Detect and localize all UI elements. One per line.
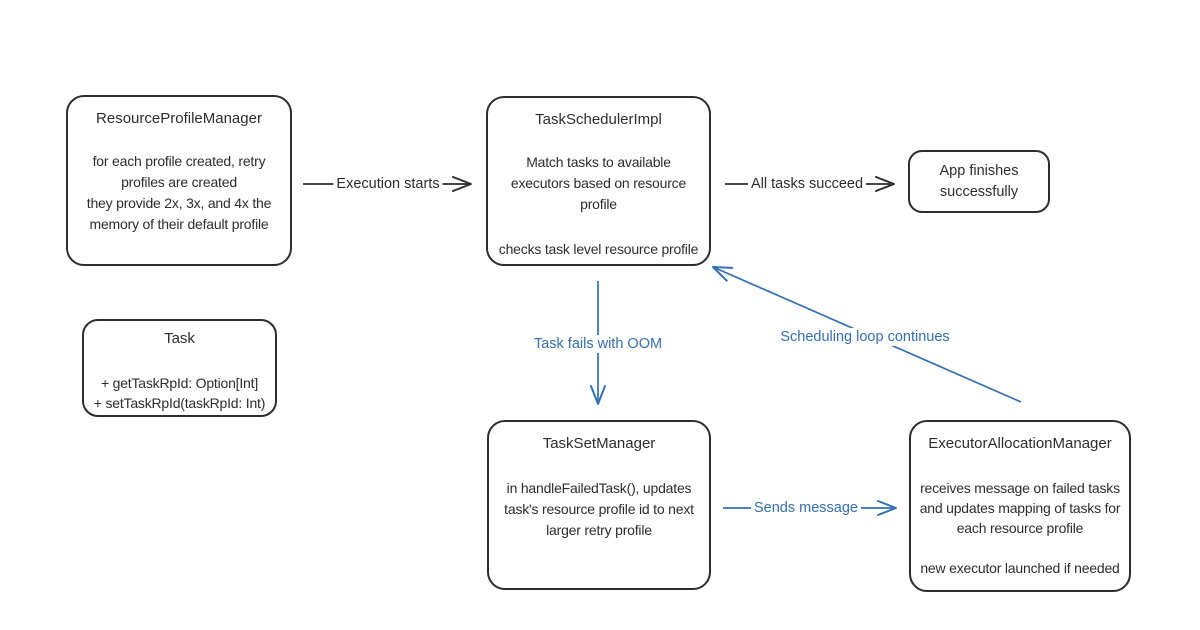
edge-label-sends-message: Sends message [751, 499, 861, 517]
node-title: App finishes successfully [939, 162, 1019, 200]
node-description: + getTaskRpId: Option[Int] + setTaskRpId… [93, 375, 266, 411]
edge-label-task-fails-oom: Task fails with OOM [530, 335, 666, 353]
node-task-set-manager: TaskSetManager in handleFailedTask(), up… [487, 420, 711, 590]
node-app-finishes: App finishes successfully [908, 150, 1050, 213]
node-description: checks task level resource profile [498, 241, 699, 257]
edge-label-scheduling-loop: Scheduling loop continues [777, 328, 953, 346]
node-resource-profile-manager: ResourceProfileManager for each profile … [66, 95, 292, 266]
node-title: ExecutorAllocationManager [928, 435, 1112, 452]
node-description: for each profile created, retry profiles… [86, 153, 272, 232]
node-title: TaskSetManager [542, 435, 656, 452]
node-title: ResourceProfileManager [96, 110, 262, 127]
node-task: Task + getTaskRpId: Option[Int] + setTas… [82, 319, 277, 417]
node-title: Task [164, 330, 195, 347]
node-description: Match tasks to available executors based… [510, 154, 687, 212]
node-description: receives message on failed tasks and upd… [919, 480, 1121, 536]
node-executor-allocation-manager: ExecutorAllocationManager receives messa… [909, 420, 1131, 592]
node-task-scheduler-impl: TaskSchedulerImpl Match tasks to availab… [486, 96, 711, 266]
edge-label-all-tasks-succeed: All tasks succeed [747, 175, 867, 193]
edge-label-execution-starts: Execution starts [333, 175, 443, 193]
node-description: in handleFailedTask(), updates task's re… [504, 480, 694, 538]
node-description: new executor launched if needed [920, 560, 1120, 576]
node-title: TaskSchedulerImpl [535, 111, 662, 128]
